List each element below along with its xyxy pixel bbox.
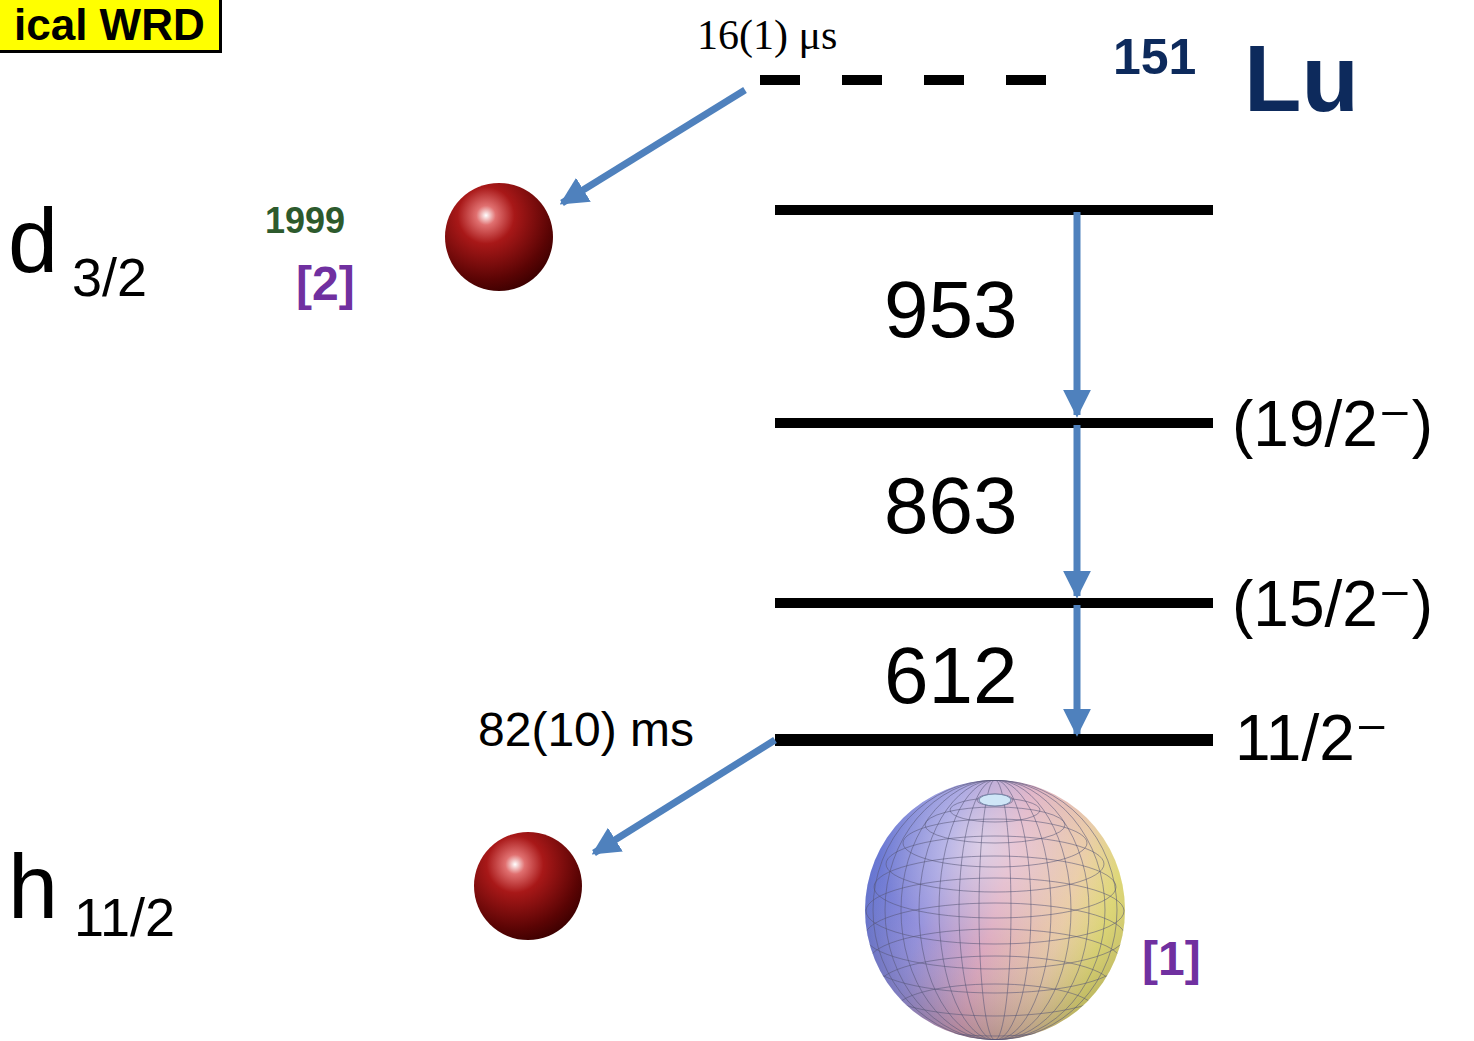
proton-ball xyxy=(445,183,553,291)
orbital-letter: h xyxy=(8,842,58,932)
mass-number: 151 xyxy=(1113,32,1196,82)
element-symbol: Lu xyxy=(1244,32,1359,126)
gamma-energy: 863 xyxy=(884,466,1017,546)
title-text: ical WRD xyxy=(14,3,205,47)
gamma-energy: 612 xyxy=(884,636,1017,716)
year: 1999 xyxy=(265,203,345,239)
spin-parity: 11/2⁻ xyxy=(1235,706,1389,770)
gamma-arrow xyxy=(1074,212,1081,415)
proton-arrow xyxy=(594,740,775,853)
gamma-arrow xyxy=(1074,605,1081,734)
title-box: ical WRD xyxy=(0,0,222,53)
lifetime: 16(1) μs xyxy=(697,14,837,56)
orbital-subscript: 3/2 xyxy=(72,250,147,304)
nucleus-sphere xyxy=(865,780,1125,1040)
gamma-energy: 953 xyxy=(884,270,1017,350)
spin-parity: (19/2⁻) xyxy=(1232,392,1433,456)
reference: [2] xyxy=(296,260,355,308)
proton-ball xyxy=(474,832,582,940)
orbital-letter: d xyxy=(8,196,58,286)
spin-parity: (15/2⁻) xyxy=(1232,572,1433,636)
lifetime: 82(10) ms xyxy=(478,706,694,754)
gamma-arrow xyxy=(1074,425,1081,596)
orbital-subscript: 11/2 xyxy=(74,890,175,944)
level-line xyxy=(775,598,1213,608)
dashed-level xyxy=(760,75,1048,85)
level-line xyxy=(775,734,1213,746)
proton-arrow xyxy=(562,90,745,203)
level-line xyxy=(775,205,1213,215)
level-line xyxy=(775,418,1213,428)
reference: [1] xyxy=(1142,935,1201,983)
